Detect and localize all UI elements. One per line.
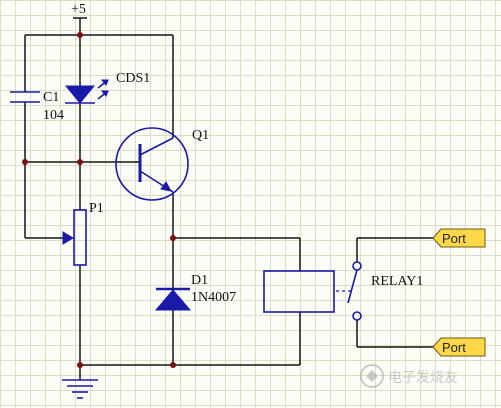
d1-ref: D1: [191, 273, 208, 288]
junction-bottom-left: [77, 362, 83, 368]
relay-relay1: RELAY1: [263, 261, 423, 321]
junction-dots: [22, 32, 176, 368]
port-1-label: Port: [442, 231, 466, 246]
junction-bottom-mid: [170, 362, 176, 368]
junction-base-left: [22, 159, 28, 165]
port-2: Port: [432, 337, 486, 357]
port-1: Port: [432, 228, 486, 248]
junction-top: [77, 32, 83, 38]
c1-ref: C1: [43, 90, 59, 105]
diode-d1: D1 1N4007: [154, 273, 236, 311]
relay1-ref: RELAY1: [371, 274, 423, 289]
capacitor-c1: C1 104: [10, 90, 64, 123]
watermark-text: 电子发烧友: [388, 370, 458, 386]
junction-emitter: [170, 235, 176, 241]
supply-label: +5: [71, 2, 86, 17]
junction-base-mid: [77, 159, 83, 165]
p1-ref: P1: [89, 201, 104, 216]
potentiometer-p1: P1: [62, 201, 104, 266]
c1-value: 104: [43, 108, 64, 123]
d1-value: 1N4007: [191, 290, 236, 305]
photodiode-cds1: CDS1: [64, 71, 150, 104]
supply-terminal: +5: [71, 2, 87, 19]
watermark: 电子发烧友: [360, 364, 458, 388]
ground-symbol: [62, 379, 98, 399]
transistor-q1: Q1: [115, 127, 209, 201]
cds1-ref: CDS1: [116, 71, 150, 86]
port-2-label: Port: [442, 340, 466, 355]
q1-ref: Q1: [192, 128, 209, 143]
wires: [24, 18, 433, 380]
